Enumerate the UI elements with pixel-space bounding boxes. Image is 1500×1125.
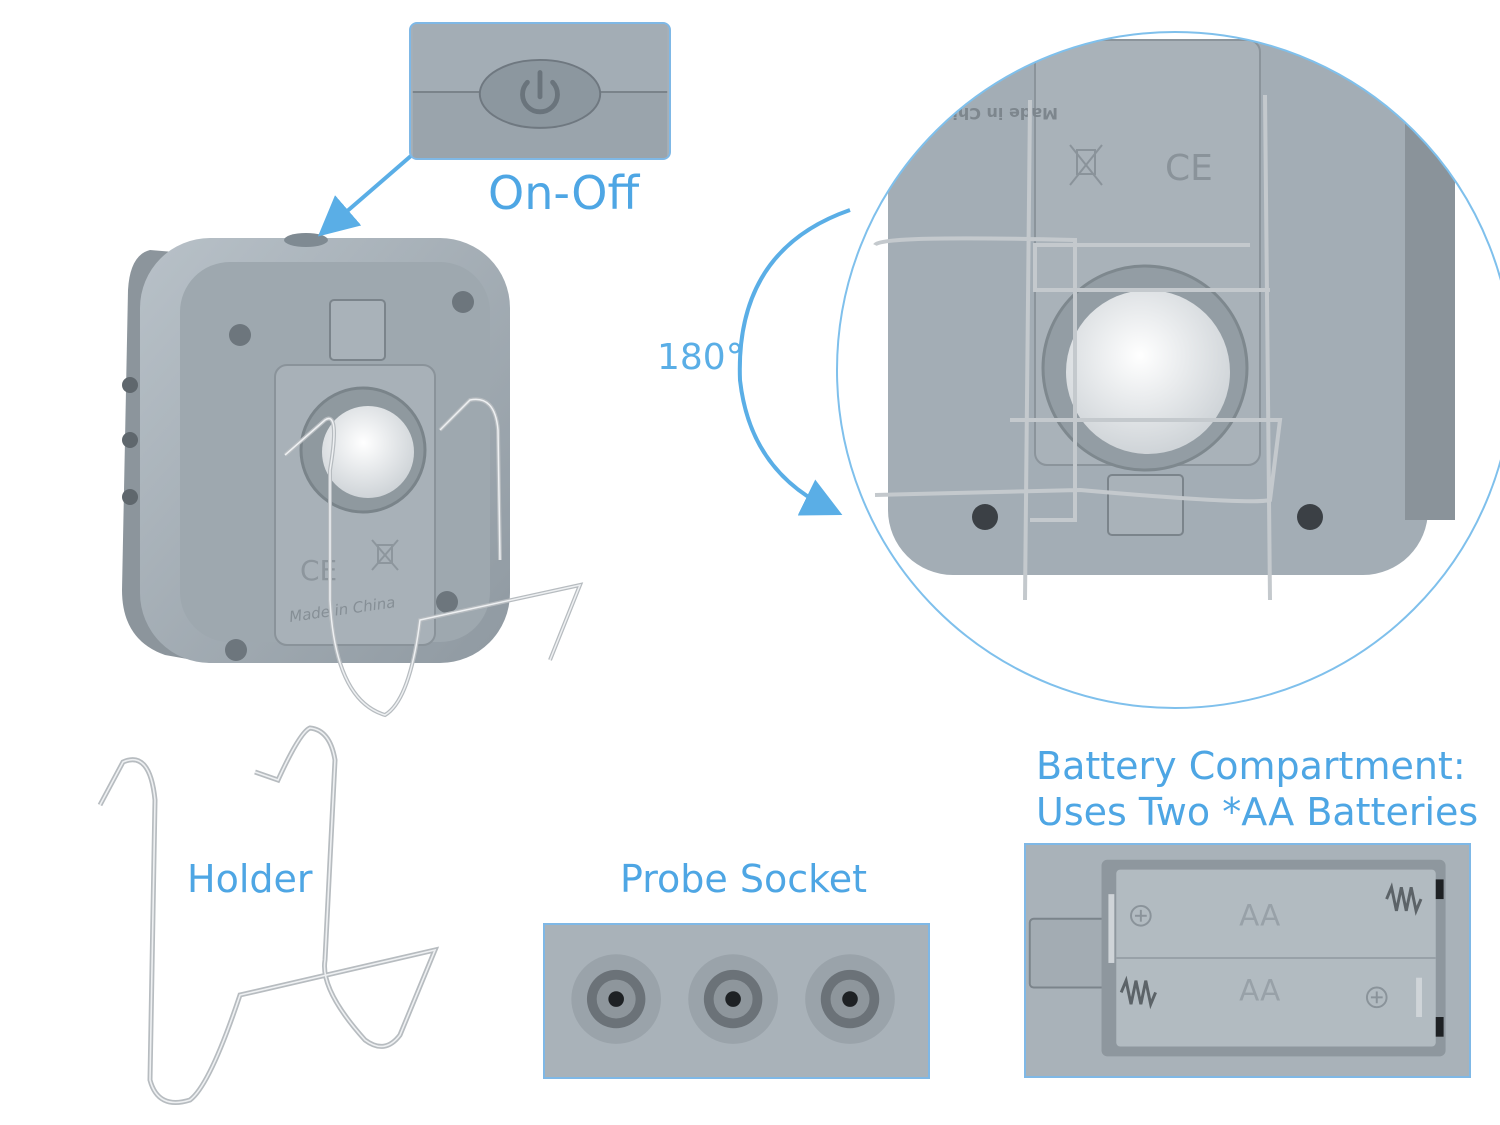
zoom-screw-hole xyxy=(1297,504,1323,530)
probe-socket-art xyxy=(571,954,895,1044)
battery-latch[interactable] xyxy=(329,299,386,361)
probe-socket[interactable] xyxy=(571,954,661,1044)
holder-wire xyxy=(97,725,440,1105)
probe-socket[interactable] xyxy=(688,954,778,1044)
battery-compartment-label: Battery Compartment: Uses Two *AA Batter… xyxy=(1036,743,1478,835)
top-power-button[interactable] xyxy=(284,233,328,247)
zoom-rear-view: Made in China CE xyxy=(837,32,1500,708)
zoom-screw-hole xyxy=(972,504,998,530)
screw-hole xyxy=(229,324,251,346)
zoom-made-in-marking: Made in China xyxy=(930,104,1058,123)
side-probe-port xyxy=(122,432,138,448)
on-off-inset-art xyxy=(412,24,668,158)
on-off-label: On-Off xyxy=(488,166,640,220)
probe-socket-inset xyxy=(543,923,930,1079)
screw-hole xyxy=(452,291,474,313)
zoom-weee-bin-icon xyxy=(1069,144,1103,186)
side-probe-port xyxy=(122,377,138,393)
holder-label: Holder xyxy=(187,857,313,901)
side-probe-port xyxy=(122,489,138,505)
spring-contact-icon xyxy=(1119,882,1423,1010)
contact-tab xyxy=(1435,879,1444,900)
compartment-latch xyxy=(1028,917,1108,989)
rotation-arrow xyxy=(737,208,851,516)
zoom-latch xyxy=(1107,474,1184,536)
battery-label-line2: Uses Two *AA Batteries xyxy=(1036,790,1479,834)
on-off-inset xyxy=(409,22,671,160)
power-icon xyxy=(520,70,560,115)
battery-slot-label: AA xyxy=(1239,899,1280,933)
magnet-disc xyxy=(322,406,414,498)
screw-hole xyxy=(225,639,247,661)
weee-bin-icon xyxy=(371,539,399,571)
contact-tab xyxy=(1108,894,1115,963)
probe-socket[interactable] xyxy=(805,954,895,1044)
zoom-holder-wire xyxy=(873,94,1283,601)
contact-tab xyxy=(1435,1017,1444,1037)
battery-slot-label: AA xyxy=(1239,973,1280,1007)
zoom-magnet-disc xyxy=(1066,290,1230,454)
plus-terminal-icon xyxy=(1130,904,1388,1009)
zoom-circle-outline xyxy=(836,31,1500,709)
battery-compartment-inset: AA AA xyxy=(1024,843,1471,1078)
zoom-ce-mark-icon: CE xyxy=(1165,148,1213,189)
rotation-angle-label: 180° xyxy=(657,337,744,378)
battery-compartment-art: AA AA xyxy=(1027,845,1468,1076)
screw-hole xyxy=(436,591,458,613)
contact-tab xyxy=(1416,977,1422,1018)
on-off-arrow xyxy=(317,153,414,237)
device-rear-view: CE Made in China xyxy=(122,233,584,718)
battery-label-line1: Battery Compartment: xyxy=(1036,744,1466,788)
probe-socket-label: Probe Socket xyxy=(620,857,868,901)
